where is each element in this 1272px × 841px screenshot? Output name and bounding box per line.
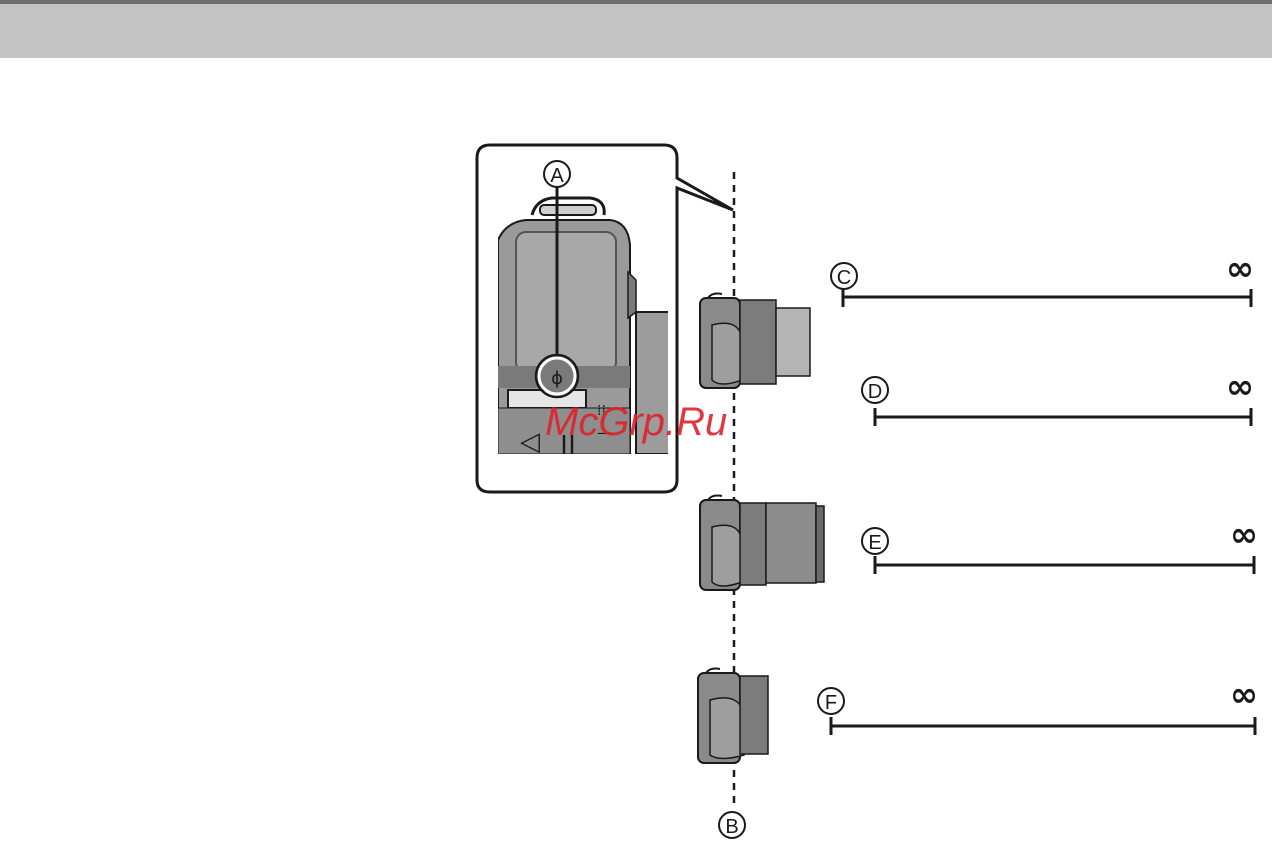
camera-side-1	[700, 294, 810, 389]
label-c: C	[837, 267, 851, 289]
camera-side-3	[698, 669, 768, 764]
range-c: C ∞	[831, 249, 1254, 307]
infinity-f: ∞	[1230, 675, 1258, 715]
range-e: E ∞	[862, 515, 1258, 574]
watermark-text: McGrp.Ru	[545, 400, 727, 444]
infinity-d: ∞	[1226, 367, 1254, 407]
label-f: F	[825, 692, 837, 714]
camera-side-2	[700, 496, 824, 591]
infinity-c: ∞	[1226, 249, 1254, 289]
label-b: B	[725, 816, 738, 838]
infinity-e: ∞	[1230, 515, 1258, 555]
range-d: D ∞	[862, 367, 1254, 426]
range-f: F ∞	[818, 675, 1258, 735]
left-arrow-icon: ◁	[520, 427, 540, 457]
zoom-button-icon: ɸ	[551, 368, 563, 389]
label-e: E	[868, 532, 881, 554]
label-d: D	[868, 381, 882, 403]
label-a: A	[550, 165, 564, 187]
